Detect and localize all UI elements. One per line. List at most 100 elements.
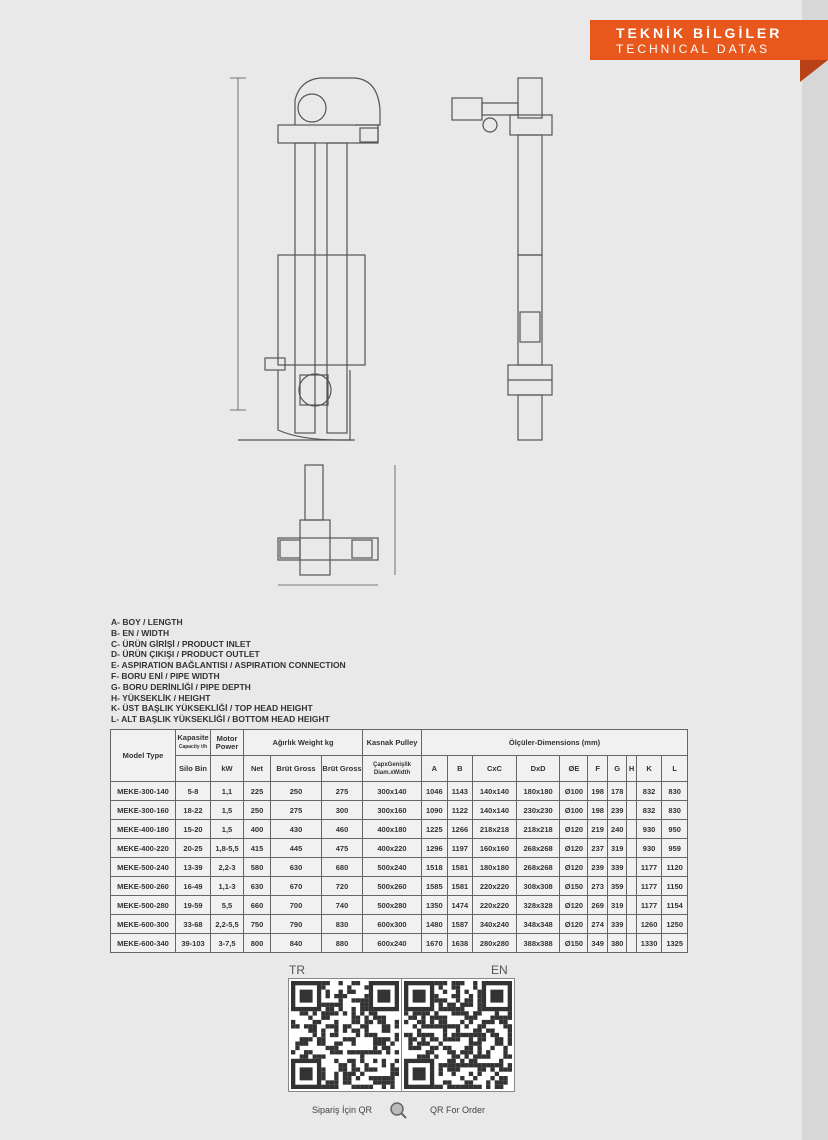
table-cell: 218x218 (515, 819, 561, 839)
table-cell: 400 (243, 819, 271, 839)
table-cell: 5,5 (210, 895, 244, 915)
table-cell: 1474 (446, 895, 474, 915)
table-cell: 180x180 (472, 857, 517, 877)
table-cell: 1177 (635, 876, 663, 896)
qr-code-tr[interactable] (288, 978, 402, 1092)
table-cell: 219 (587, 819, 608, 839)
table-cell: 500x280 (362, 895, 422, 915)
banner-title-en: TECHNICAL DATAS (616, 42, 771, 56)
table-cell (626, 819, 637, 839)
table-cell: 1177 (635, 857, 663, 877)
col-dxd: DxD (515, 755, 561, 782)
technical-drawing (230, 77, 553, 586)
table-cell: 445 (270, 838, 322, 858)
table-cell: MEKE-600-300 (110, 914, 176, 934)
table-cell: 240 (606, 819, 628, 839)
table-cell: 33-68 (175, 914, 211, 934)
legend-item: A- BOY / LENGTH (111, 617, 183, 627)
legend-item: E- ASPIRATION BAĞLANTISI / ASPIRATION CO… (111, 660, 346, 671)
header-motor: Motor Power (210, 729, 244, 756)
table-cell: Ø100 (559, 800, 589, 820)
col-l: L (661, 755, 688, 782)
table-cell (626, 895, 637, 915)
table-cell: 218x218 (472, 819, 517, 839)
table-cell: 225 (243, 781, 271, 801)
table-cell: 1585 (421, 876, 448, 896)
banner-fold (800, 60, 828, 82)
legend-item: L- ALT BAŞLIK YÜKSEKLİĞİ / BOTTOM HEAD H… (111, 714, 330, 725)
table-cell: 250 (270, 781, 322, 801)
table-cell: 180x180 (515, 781, 561, 801)
col-e: ØE (559, 755, 589, 782)
table-cell: 237 (587, 838, 608, 858)
table-cell: MEKE-300-160 (110, 800, 176, 820)
table-cell: 1330 (635, 933, 663, 953)
table-cell: 280x280 (472, 933, 517, 953)
table-cell: 1670 (421, 933, 448, 953)
table-cell: 1518 (421, 857, 448, 877)
table-cell: 198 (587, 800, 608, 820)
qr-search-icon (390, 1102, 407, 1119)
plan-view (277, 464, 396, 586)
table-cell: 359 (606, 876, 628, 896)
table-cell: 20-25 (175, 838, 211, 858)
qr-code-en[interactable] (401, 978, 515, 1092)
table-cell: 1177 (635, 895, 663, 915)
table-cell (626, 857, 637, 877)
table-cell: 39-103 (175, 933, 211, 953)
table-cell: Ø100 (559, 781, 589, 801)
table-cell: 239 (587, 857, 608, 877)
table-cell: 13-39 (175, 857, 211, 877)
table-cell: 720 (321, 876, 363, 896)
table-cell: 630 (243, 876, 271, 896)
table-cell: Ø150 (559, 876, 589, 896)
table-cell: 15-20 (175, 819, 211, 839)
table-cell: MEKE-400-220 (110, 838, 176, 858)
table-cell: 832 (635, 800, 663, 820)
table-cell: 268x268 (515, 838, 561, 858)
table-cell: 1581 (446, 876, 474, 896)
order-text-en: QR For Order (430, 1105, 486, 1115)
table-cell: 475 (321, 838, 363, 858)
table-cell: 1154 (661, 895, 688, 915)
table-cell: 800 (243, 933, 271, 953)
table-cell (626, 933, 637, 953)
table-cell: 300x160 (362, 800, 422, 820)
table-cell: Ø120 (559, 838, 589, 858)
table-cell: 1090 (421, 800, 448, 820)
table-cell: 500x260 (362, 876, 422, 896)
table-cell: 5-8 (175, 781, 211, 801)
table-cell: 140x140 (472, 781, 517, 801)
table-cell: Ø120 (559, 819, 589, 839)
legend-item: B- EN / WIDTH (111, 627, 170, 638)
banner-title-tr: TEKNİK BİLGİLER (616, 25, 783, 41)
header-model: Model Type (110, 729, 176, 782)
order-text-tr: Sipariş İçin QR (312, 1105, 373, 1115)
table-cell: MEKE-500-280 (110, 895, 176, 915)
table-cell (626, 914, 637, 934)
table-cell: 930 (635, 838, 663, 858)
table-cell: 430 (270, 819, 322, 839)
header-silo: Silo Bin (175, 755, 211, 782)
table-cell: 600x300 (362, 914, 422, 934)
table-cell: 1480 (421, 914, 448, 934)
col-h: H (626, 755, 637, 782)
table-cell: 880 (321, 933, 363, 953)
side-view (451, 77, 553, 441)
table-cell: 680 (321, 857, 363, 877)
table-cell: 580 (243, 857, 271, 877)
qr-label-tr: TR (289, 963, 305, 977)
table-cell: 660 (243, 895, 271, 915)
table-cell: 160x160 (472, 838, 517, 858)
legend-item: H- YÜKSEKLİK / HEIGHT (111, 692, 211, 703)
table-cell: 950 (661, 819, 688, 839)
table-cell: 1587 (446, 914, 474, 934)
table-cell: 1,5 (210, 819, 244, 839)
table-cell: 250 (243, 800, 271, 820)
table-cell: 1,1 (210, 781, 244, 801)
table-cell: 275 (270, 800, 322, 820)
